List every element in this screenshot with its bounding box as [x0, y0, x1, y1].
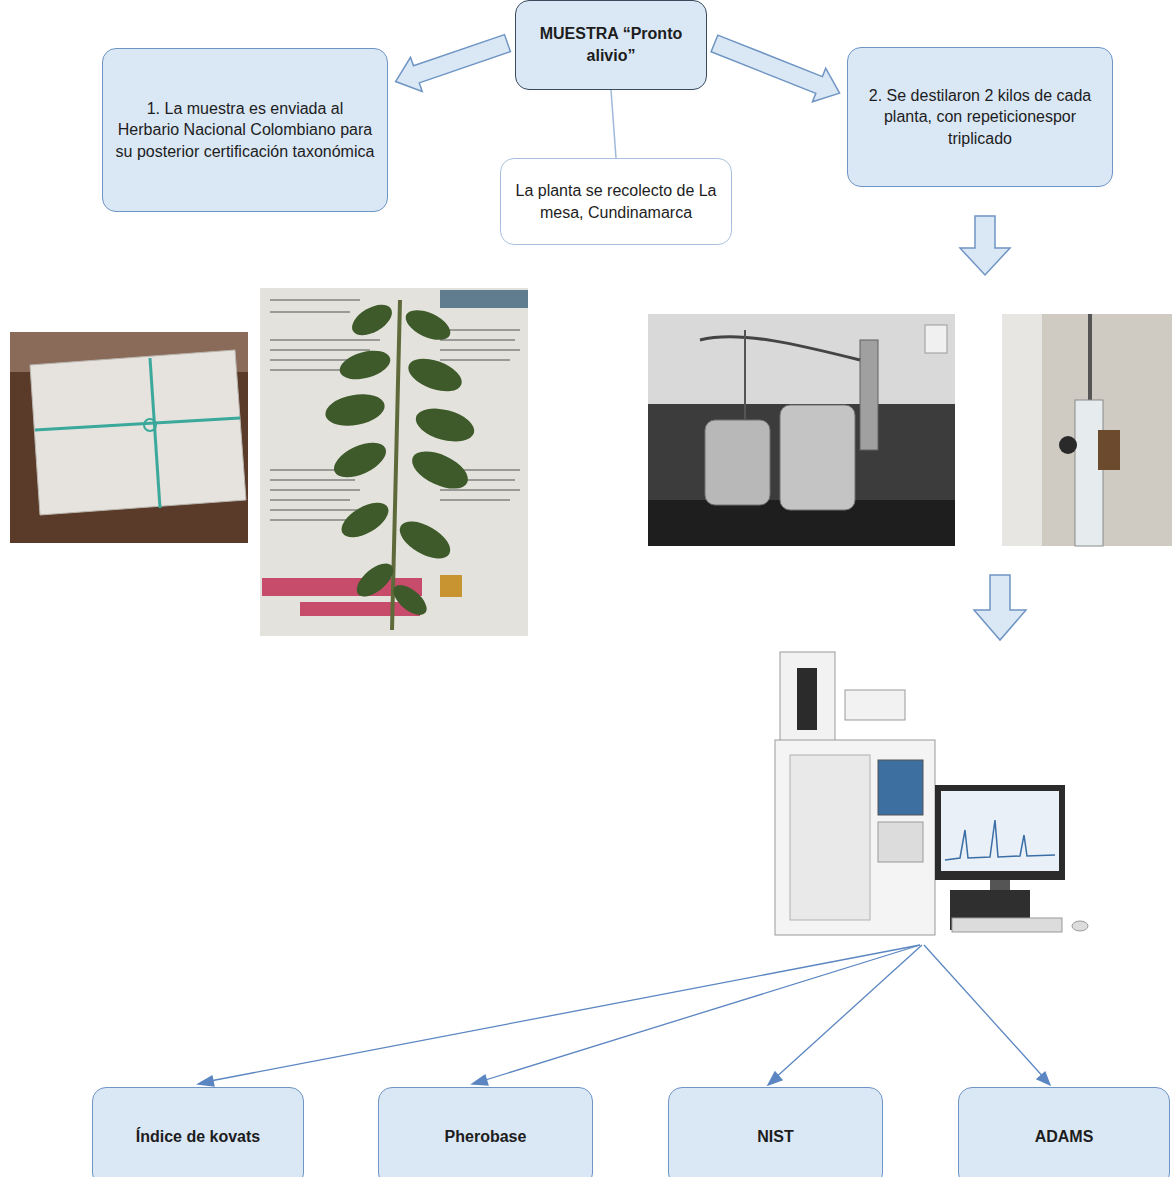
database-box: Pherobase — [378, 1087, 593, 1177]
package-photo — [10, 332, 248, 543]
block-arrow — [974, 575, 1026, 640]
connector-line — [611, 90, 616, 158]
box-text: 1. La muestra es enviada al Herbario Nac… — [115, 98, 375, 163]
block-arrow — [711, 35, 840, 102]
box-text: Pherobase — [445, 1126, 527, 1148]
gc-instrument — [775, 652, 1088, 935]
box-text: MUESTRA “Pronto alivio” — [528, 23, 694, 66]
box-text: ADAMS — [1035, 1126, 1094, 1148]
database-box: Índice de kovats — [92, 1087, 304, 1177]
box-text: NIST — [757, 1126, 793, 1148]
note-box: La planta se recolecto de La mesa, Cundi… — [500, 158, 732, 245]
process-box: 1. La muestra es enviada al Herbario Nac… — [102, 48, 388, 212]
database-box: ADAMS — [958, 1087, 1170, 1177]
block-arrow — [396, 35, 511, 92]
instrument-leader — [198, 945, 1050, 1086]
block-arrow — [960, 216, 1010, 275]
sample-box: MUESTRA “Pronto alivio” — [515, 0, 707, 90]
distillation-photo — [648, 314, 955, 546]
box-text: Índice de kovats — [136, 1126, 261, 1148]
herbarium-photo — [260, 288, 528, 636]
box-text: 2. Se destilaron 2 kilos de cada planta,… — [860, 85, 1100, 150]
box-text: La planta se recolecto de La mesa, Cundi… — [513, 180, 719, 223]
process-box: 2. Se destilaron 2 kilos de cada planta,… — [847, 47, 1113, 187]
collection-photo — [1002, 314, 1172, 546]
database-box: NIST — [668, 1087, 883, 1177]
